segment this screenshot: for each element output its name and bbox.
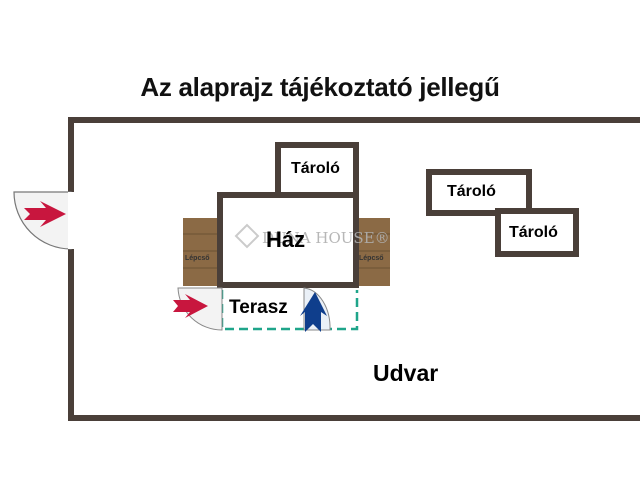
stairs-left-label: Lépcső [185,255,210,262]
page-title: Az alaprajz tájékoztató jellegű [140,72,500,102]
house-logo-icon [234,223,260,249]
house-label: Ház [266,227,306,252]
house [217,192,359,288]
stairs-right-label: Lépcső [359,255,384,262]
yard-label: Udvar [373,360,439,386]
left-entrance-door [13,191,74,250]
terrace-entrance-arrow-icon [173,294,208,318]
entrance-arrow-icon [24,201,66,227]
storage-right-1-label: Tároló [447,183,496,200]
terrace-label: Terasz [229,297,288,318]
stairs-right [357,218,390,286]
storage-right-2 [495,208,579,257]
storage-right-1 [426,169,532,216]
storage-right-2-label: Tároló [509,224,558,241]
house-entrance-arrow-icon [300,292,327,332]
watermark: DUNA HOUSE® [262,229,390,247]
storage-top [275,142,359,198]
stairs-left [183,218,220,286]
storage-top-label: Tároló [291,160,340,177]
plot-boundary [68,117,640,421]
